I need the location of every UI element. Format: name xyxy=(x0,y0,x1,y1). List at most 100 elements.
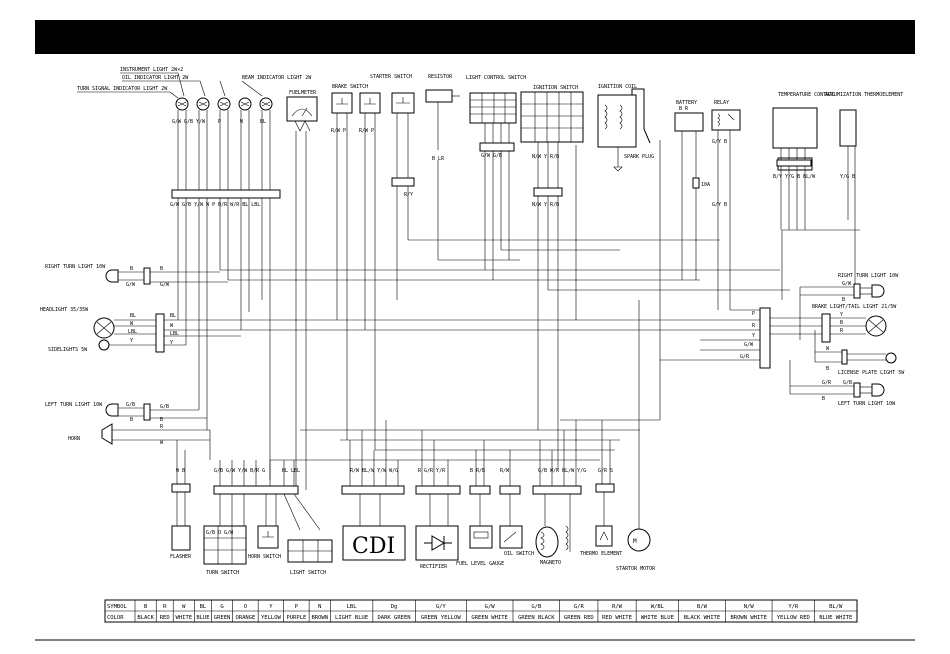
svg-text:G/B: G/B xyxy=(160,404,169,410)
svg-text:B: B xyxy=(160,266,163,272)
top-connector-wires: G/W G/B Y/W W P B/R W/R BL LBL xyxy=(170,202,260,208)
svg-text:P: P xyxy=(218,119,221,125)
legend-color: GREEN YELLOW xyxy=(421,615,461,621)
right-turn-light-left: RIGHT TURN LIGHT 10W B G/W BG/W xyxy=(45,264,228,288)
rr-gr: G/R xyxy=(822,380,832,386)
flasher: FLASHER xyxy=(170,525,192,560)
brake-tail-label: BRAKE LIGHT/TAIL LIGHT 21/5W xyxy=(812,304,897,310)
legend-color: GREEN BLACK xyxy=(518,615,555,621)
fuse-label: 10A xyxy=(701,182,710,188)
legend-color: BLUE WHITE xyxy=(819,615,852,621)
svg-text:B: B xyxy=(826,366,829,372)
fuelmeter-label: FUELMETER xyxy=(289,90,317,96)
legend-symbol: W/BL xyxy=(651,604,665,610)
svg-text:R/W P: R/W P xyxy=(359,128,374,134)
right-turn-light-r-label: RIGHT TURN LIGHT 10W xyxy=(838,273,899,279)
svg-text:W: W xyxy=(240,119,244,125)
magneto-label: MAGNETO xyxy=(540,560,561,566)
legend-color: GREEN RED xyxy=(564,615,594,621)
svg-text:Y/G B: Y/G B xyxy=(840,174,855,180)
hl-y: Y xyxy=(130,338,133,344)
ltl-b: B xyxy=(130,417,133,423)
beam-indicator-label: BEAM INDICATOR LIGHT 2W xyxy=(242,75,312,81)
cdi-label: CDI xyxy=(352,534,395,559)
legend-color: BLACK WHITE xyxy=(684,615,720,621)
harness-horizontal xyxy=(220,220,860,421)
sidelights-label: SIDELIGHTS 5W xyxy=(48,347,88,353)
harness-vertical xyxy=(177,140,661,490)
svg-text:BL: BL xyxy=(260,119,266,125)
svg-text:R/W P: R/W P xyxy=(331,128,346,134)
main-r: R xyxy=(752,323,756,329)
legend-symbol: Dg xyxy=(391,604,398,610)
svg-text:G/Y B: G/Y B xyxy=(712,202,727,208)
svg-text:W: W xyxy=(170,323,174,329)
rr-b: B xyxy=(842,297,845,303)
legend-symbol-header: SYMBOL xyxy=(107,604,128,610)
legend-symbol: G/Y xyxy=(436,604,447,610)
right-turn-light-right: RIGHT TURN LIGHT 10W G/W B xyxy=(799,273,899,340)
ltl-r: R xyxy=(160,424,164,430)
rectifier-label: RECTIFIER xyxy=(420,564,448,570)
ltl-w: W xyxy=(160,440,164,446)
rr-w: W xyxy=(826,346,830,352)
instrument-light-label: INSTRUMENT LIGHT 2W×2 xyxy=(120,67,183,73)
resistor: RESISTOR B LR xyxy=(425,74,460,162)
svg-text:B R/B: B R/B xyxy=(470,468,485,474)
right-turn-light-label: RIGHT TURN LIGHT 10W xyxy=(45,264,106,270)
main-p: P xyxy=(752,311,755,317)
legend-symbol: G/B xyxy=(531,604,542,610)
bulb-icon xyxy=(175,97,273,111)
main-y: Y xyxy=(752,333,755,339)
legend-symbol: Y/R xyxy=(788,604,799,610)
hl-bl: BL xyxy=(130,313,136,319)
svg-text:R/W: R/W xyxy=(500,468,510,474)
legend-color: PURPLE xyxy=(286,615,306,621)
automization-thermoelement: ACTUMIZATION THERMOELEMENT Y/G B xyxy=(825,92,903,220)
thermo-element: THERMO ELEMENT xyxy=(580,525,622,557)
relay: RELAY G/Y B G/Y B xyxy=(711,100,741,310)
svg-text:G/B O G/W: G/B O G/W xyxy=(206,530,234,536)
bottom-leads xyxy=(176,420,640,552)
svg-text:G/B G/W Y/W B/R G: G/B G/W Y/W B/R G xyxy=(214,468,265,474)
battery-label: BATTERY xyxy=(676,100,697,106)
legend-color: DARK GREEN xyxy=(378,615,411,621)
rtl-b: B xyxy=(130,266,133,272)
legend-symbol: LBL xyxy=(347,604,358,610)
left-turn-light-r-label: LEFT TURN LIGHT 10W xyxy=(838,401,896,407)
starter-motor-label: STARTOR MOTOR xyxy=(616,566,656,572)
starter-switch: STARTER SWITCH xyxy=(370,74,415,190)
brake-switch-label: BRAKE SWITCH xyxy=(332,84,368,90)
legend-symbol: N/W xyxy=(744,604,755,610)
legend-color: WHITE xyxy=(176,615,193,621)
ign-wire-label: N/W Y R/B xyxy=(532,154,559,160)
legend-symbol: P xyxy=(295,604,299,610)
svg-text:R: R xyxy=(840,328,844,334)
svg-text:B LR: B LR xyxy=(432,156,445,162)
legend-symbol: BL/W xyxy=(829,604,843,610)
header-bar xyxy=(35,20,915,54)
left-turn-light-right: LEFT TURN LIGHT 10W G/R B G/B xyxy=(789,360,896,407)
rr-b3: B xyxy=(822,396,825,402)
turn-switch-label: TURN SWITCH xyxy=(206,570,239,576)
spark-plug-label: SPARK PLUG xyxy=(624,154,654,160)
rr-y: Y xyxy=(840,312,843,318)
svg-text:Y/W: Y/W xyxy=(196,119,206,125)
fuel-level-gauge: FUEL LEVEL GAUGE xyxy=(456,525,504,567)
svg-text:N/W Y R/B: N/W Y R/B xyxy=(532,202,559,208)
svg-text:LBL: LBL xyxy=(170,331,179,337)
temperature-control-label: TEMPERATURE CONTRAL xyxy=(778,92,835,98)
legend-symbol: O xyxy=(244,604,247,610)
mag-wire-label: G/B W/R BL/W Y/G xyxy=(538,468,586,474)
license-plate-light: LICENSE PLATE LIGHT 5W W B xyxy=(814,330,905,376)
legend-color: GREEN WHITE xyxy=(471,615,507,621)
legend-symbol: B/W xyxy=(697,604,708,610)
brake-tail-light: BRAKE LIGHT/TAIL LIGHT 21/5W Y B R xyxy=(812,304,897,337)
svg-text:R/Y: R/Y xyxy=(404,192,413,198)
top-connector: G/W G/B Y/W W P B/R W/R BL LBL R/Y N/W Y… xyxy=(170,142,812,208)
svg-text:M: M xyxy=(633,538,637,545)
legend-color: BROWN xyxy=(311,615,328,621)
left-turn-light-left: LEFT TURN LIGHT 10W G/B B G/BB xyxy=(45,402,207,423)
indicator-bulbs: INSTRUMENT LIGHT 2W×2 OIL INDICATOR LIGH… xyxy=(77,67,312,190)
legend-color: LIGHT BLUE xyxy=(335,615,368,621)
